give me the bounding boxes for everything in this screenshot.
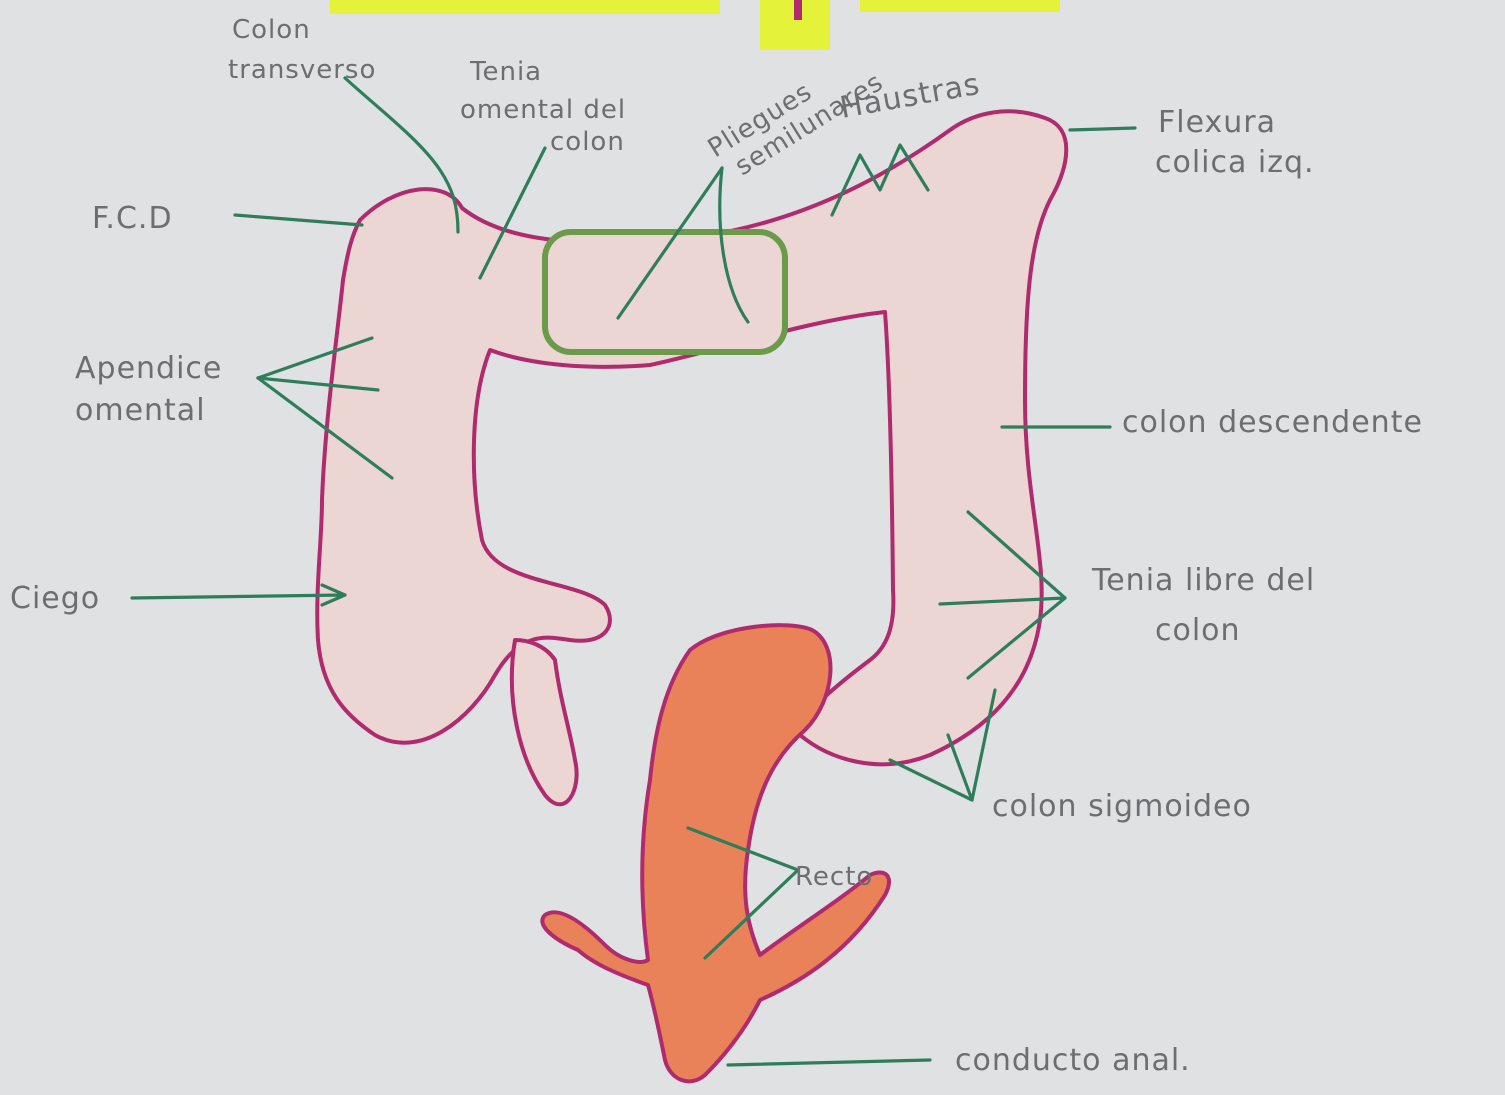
label-conducto-anal: conducto anal.: [955, 1043, 1191, 1078]
top-highlight-left: [330, 0, 720, 14]
leader-conducto-anal: [728, 1060, 930, 1065]
label-colon-transverso-1: Colon: [232, 15, 311, 45]
label-tenia-libre-2: colon: [1155, 613, 1241, 648]
top-highlight-mark: [794, 0, 802, 20]
label-ciego: Ciego: [10, 581, 100, 616]
top-highlight-right: [860, 0, 1060, 12]
label-flexura-1: Flexura: [1158, 105, 1276, 140]
appendix: [512, 640, 577, 804]
leader-flexura: [1070, 128, 1135, 130]
label-apendice-2: omental: [75, 393, 206, 428]
label-apendice-1: Apendice: [75, 351, 222, 386]
leader-fcd: [235, 215, 362, 225]
label-recto: Recto: [795, 862, 873, 892]
label-fcd: F.C.D: [92, 201, 173, 236]
label-colon-descendente: colon descendente: [1122, 405, 1423, 440]
label-flexura-2: colica izq.: [1155, 145, 1315, 180]
label-colon-sigmoideo: colon sigmoideo: [992, 789, 1252, 824]
label-tenia-libre-1: Tenia libre del: [1091, 563, 1315, 598]
label-tenia-omental-1: Tenia: [469, 57, 542, 87]
label-tenia-omental-3: colon: [550, 127, 625, 157]
label-colon-transverso-2: transverso: [228, 55, 376, 85]
leader-ciego: [132, 585, 345, 605]
label-tenia-omental-2: omental del: [460, 95, 626, 125]
